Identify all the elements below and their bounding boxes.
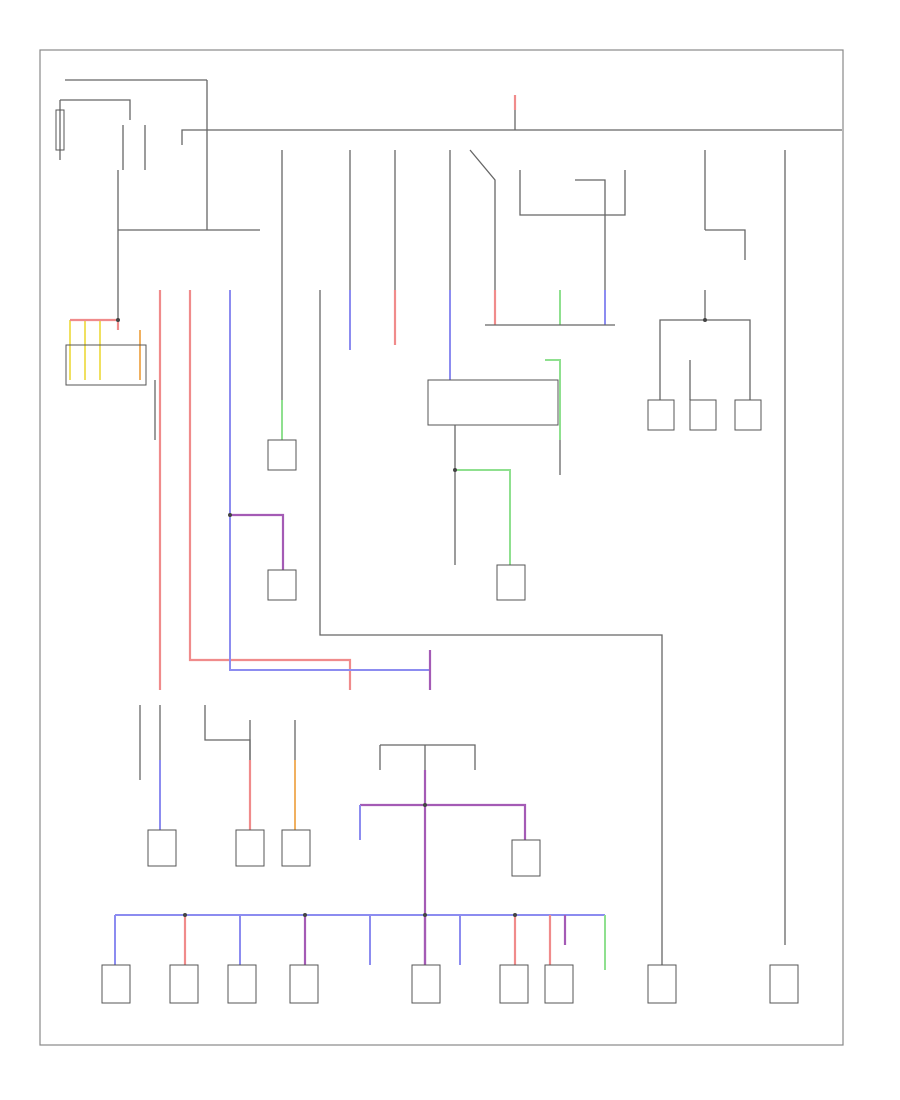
component-box: [267, 439, 297, 471]
battery-section: [55, 79, 842, 231]
diagram-frame: [39, 49, 844, 1046]
center-components: [267, 290, 663, 690]
lower-fuse-row: [139, 705, 541, 965]
junction-dots: [116, 318, 707, 917]
relay-box: [427, 379, 559, 426]
component-box: [267, 569, 297, 601]
bottom-bus: [101, 914, 606, 1004]
top-fuse-taps: [281, 95, 786, 290]
left-feeds: [65, 230, 432, 690]
right-components: [647, 290, 799, 1004]
component-box: [496, 564, 526, 601]
